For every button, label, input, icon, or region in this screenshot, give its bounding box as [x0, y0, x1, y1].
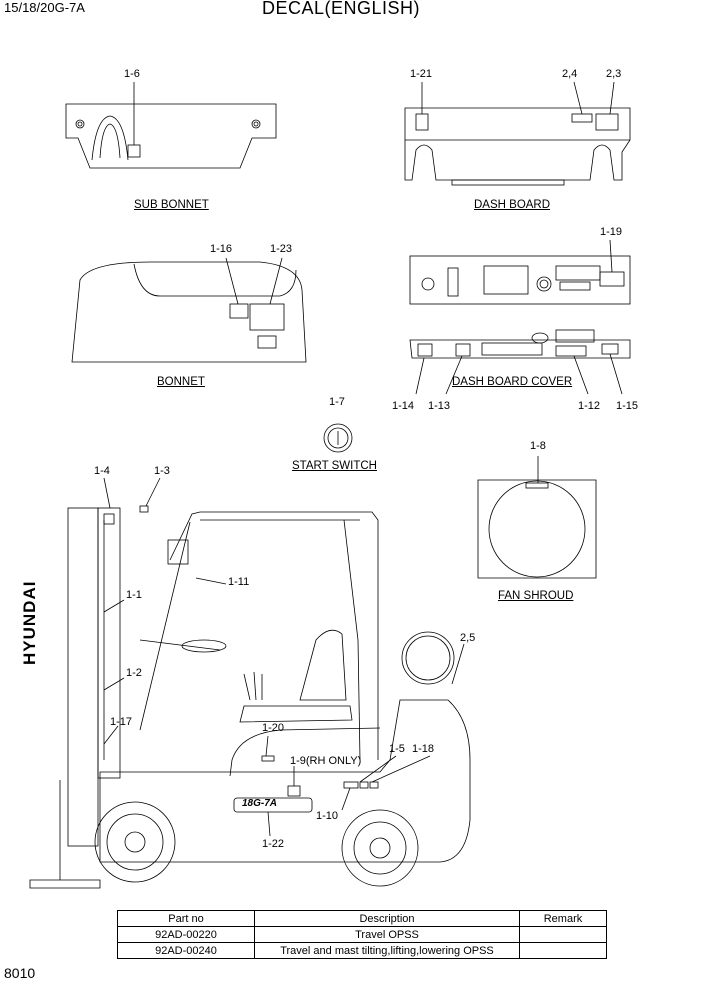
cell-description: Travel and mast tilting,lifting,lowering… [254, 942, 520, 959]
callout-1-4: 1-4 [94, 465, 110, 477]
parts-table-header-row: Part no Description Remark [117, 910, 607, 927]
callout-1-16: 1-16 [210, 243, 233, 255]
callout-1-21: 1-21 [410, 68, 433, 80]
caption-dash-board: DASH BOARD [474, 199, 551, 211]
callout-1-6: 1-6 [124, 68, 140, 80]
table-row: 92AD-00240 Travel and mast tilting,lifti… [117, 942, 607, 959]
forklift-drawing [29, 477, 471, 889]
callout-1-9: 1-9(RH ONLY) [290, 755, 362, 767]
fan-shroud-drawing [477, 456, 597, 579]
caption-sub-bonnet: SUB BONNET [134, 199, 209, 211]
dash-board-drawing [404, 81, 631, 186]
caption-fan-shroud: FAN SHROUD [498, 590, 574, 602]
caption-dash-board-cover: DASH BOARD COVER [452, 376, 573, 388]
callout-1-23: 1-23 [270, 243, 293, 255]
callout-1-15: 1-15 [616, 400, 639, 412]
header-part-no: Part no [117, 910, 255, 927]
caption-start-switch: START SWITCH [292, 460, 377, 472]
callout-1-1: 1-1 [126, 589, 142, 601]
callout-1-20: 1-20 [262, 722, 285, 734]
dash-board-front-drawing [409, 239, 631, 305]
callout-2-5: 2,5 [460, 632, 476, 644]
callout-1-10: 1-10 [316, 810, 339, 822]
cell-remark [519, 942, 607, 959]
cell-part-no: 92AD-00220 [117, 926, 255, 943]
callout-1-18: 1-18 [412, 743, 435, 755]
table-row: 92AD-00220 Travel OPSS [117, 926, 607, 943]
callout-1-3: 1-3 [154, 465, 170, 477]
page-title: DECAL(ENGLISH) [262, 0, 421, 18]
cell-remark [519, 926, 607, 943]
callout-1-5: 1-5 [389, 743, 405, 755]
page-number: 8010 [4, 965, 36, 981]
mast-brand-label: HYUNDAI [20, 580, 39, 665]
callout-1-19: 1-19 [600, 226, 623, 238]
sub-bonnet-drawing [65, 82, 277, 169]
bonnet-drawing [71, 257, 307, 363]
cell-part-no: 92AD-00240 [117, 942, 255, 959]
dash-board-cover-drawing [409, 329, 631, 395]
model-badge-label: 18G-7A [242, 798, 278, 809]
model-number: 15/18/20G-7A [4, 0, 85, 15]
callout-2-3: 2,3 [606, 68, 622, 80]
callout-1-11: 1-11 [228, 576, 250, 588]
callout-1-8: 1-8 [530, 440, 546, 452]
cell-description: Travel OPSS [254, 926, 520, 943]
callout-1-14: 1-14 [392, 400, 415, 412]
start-switch-drawing [323, 423, 353, 453]
header-description: Description [254, 910, 520, 927]
callout-1-2: 1-2 [126, 667, 142, 679]
caption-bonnet: BONNET [157, 376, 205, 388]
callout-1-7: 1-7 [329, 396, 345, 408]
callout-1-13: 1-13 [428, 400, 451, 412]
callout-1-17: 1-17 [110, 716, 133, 728]
parts-table: Part no Description Remark 92AD-00220 Tr… [117, 910, 607, 959]
callout-2-4: 2,4 [562, 68, 578, 80]
callout-1-12: 1-12 [578, 400, 601, 412]
header-remark: Remark [519, 910, 607, 927]
callout-1-22: 1-22 [262, 838, 285, 850]
